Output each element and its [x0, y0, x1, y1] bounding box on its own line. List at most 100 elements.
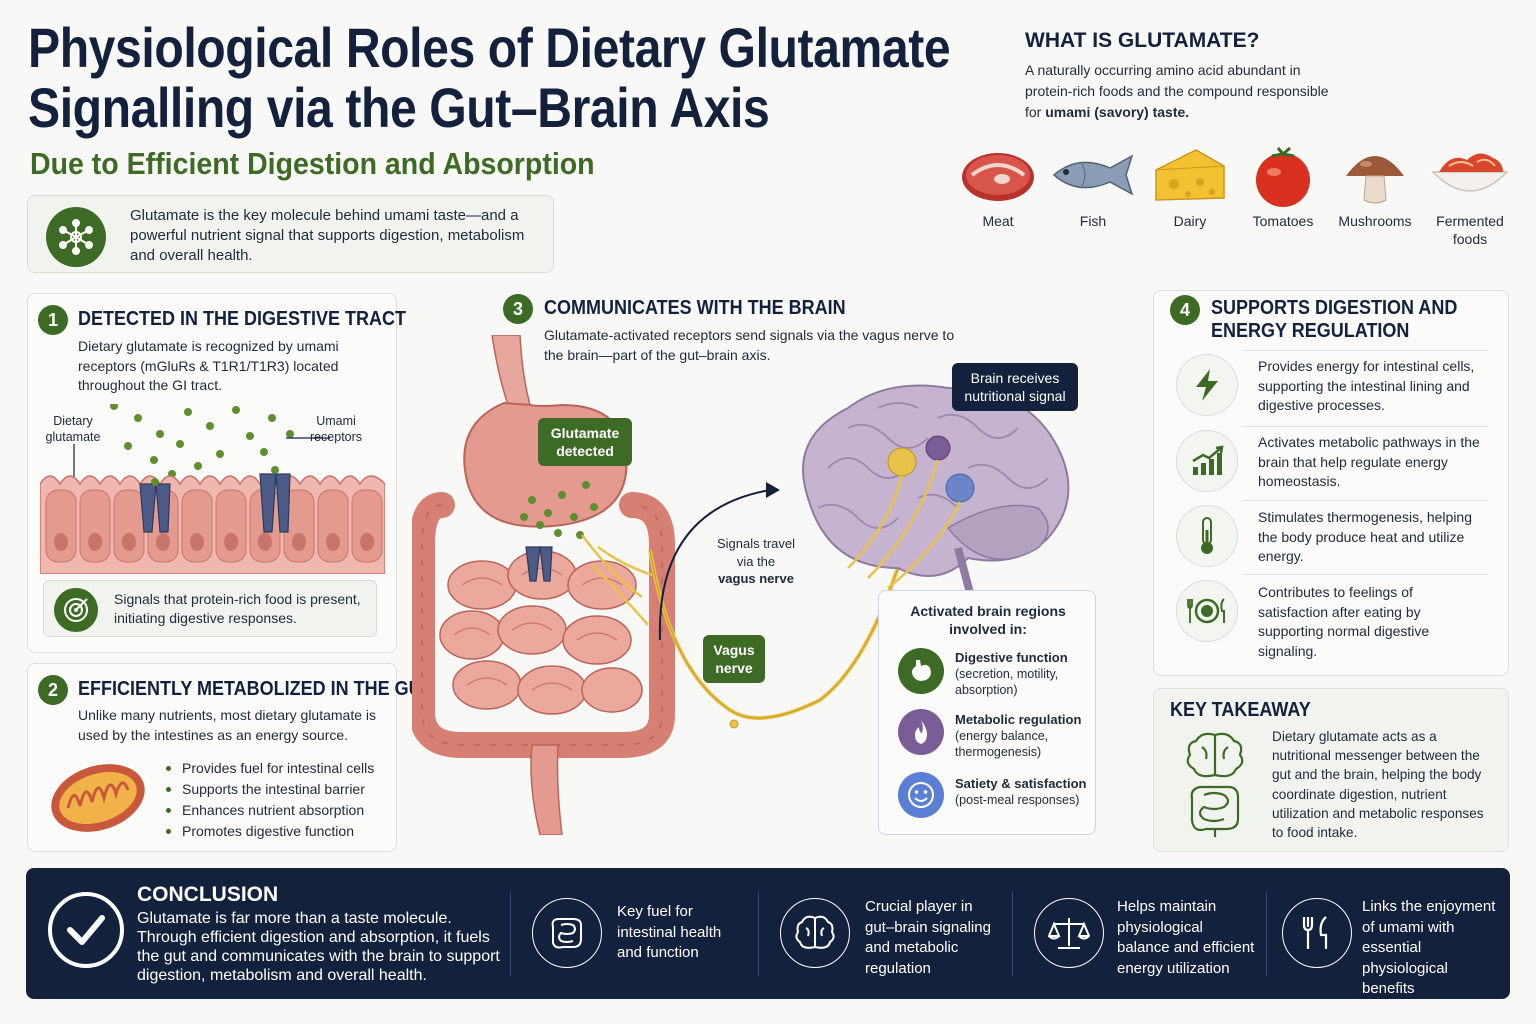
section-1-note: Signals that protein-rich food is presen…	[43, 580, 377, 637]
region-digestive: Digestive function (secretion, motility,…	[955, 650, 1090, 698]
section-3-title: COMMUNICATES WITH THE BRAIN	[544, 297, 846, 319]
intro-text: Glutamate is the key molecule behind uma…	[130, 207, 525, 264]
signals-line-2: via the	[736, 553, 776, 569]
thermometer-icon	[1176, 505, 1238, 567]
brain-regions-box: Activated brain regions involved in: Dig…	[878, 590, 1096, 835]
lightning-icon	[1176, 354, 1238, 416]
conclusion-title: CONCLUSION	[137, 883, 279, 906]
food-label: Fish	[1079, 213, 1107, 229]
support-item-satiety: Contributes to feelings of satisfaction …	[1258, 584, 1430, 659]
key-takeaway-text: Dietary glutamate acts as a nutritional …	[1272, 729, 1484, 841]
support-item-thermogenesis: Stimulates thermogenesis, helping the bo…	[1258, 509, 1473, 564]
bullet-item: Promotes digestive function	[164, 821, 374, 842]
stomach-icon	[898, 648, 944, 694]
region-metabolic: Metabolic regulation (energy balance, th…	[955, 712, 1090, 760]
food-fish: Fish	[1048, 140, 1138, 230]
molecule-icon	[46, 207, 106, 267]
divider	[1242, 500, 1488, 501]
conclusion-point-3: Helps maintain physiological balance and…	[1117, 898, 1255, 977]
region-detail: (energy balance, thermogenesis)	[955, 729, 1049, 759]
balance-scale-icon	[1034, 898, 1104, 968]
section-1-title: DETECTED IN THE DIGESTIVE TRACT	[78, 308, 407, 330]
bullet-item: Supports the intestinal barrier	[164, 779, 374, 800]
region-name: Satiety & satisfaction	[955, 776, 1087, 791]
food-label: Meat	[982, 213, 1014, 229]
section-4-title: SUPPORTS DIGESTION AND ENERGY REGULATION	[1211, 297, 1457, 343]
intestine-icon	[532, 898, 602, 968]
what-is-title: WHAT IS GLUTAMATE?	[1025, 29, 1260, 52]
title-line-1: Physiological Roles of Dietary Glutamate	[28, 16, 951, 79]
intestinal-villi-illustration	[39, 402, 386, 579]
section-1-panel: 1 DETECTED IN THE DIGESTIVE TRACT Dietar…	[27, 293, 406, 653]
food-dairy: Dairy	[1145, 140, 1235, 230]
mushroom-icon	[1330, 140, 1420, 210]
signals-line-1: Signals travel	[716, 536, 796, 551]
conclusion-text: Glutamate is far more than a taste molec…	[137, 910, 500, 984]
region-satiety: Satiety & satisfaction (post-meal respon…	[955, 776, 1090, 808]
brain-receives-tag: Brain receives nutritional signal	[952, 363, 1078, 411]
glutamate-detected-tag: Glutamate detected	[538, 418, 632, 466]
divider	[1266, 892, 1267, 976]
page-title: Physiological Roles of Dietary Glutamate…	[28, 18, 991, 138]
bullet-item: Provides fuel for intestinal cells	[164, 758, 374, 779]
food-label: Tomatoes	[1252, 213, 1314, 229]
intro-box: Glutamate is the key molecule behind uma…	[27, 195, 554, 273]
fork-knife-icon	[1282, 898, 1352, 968]
what-is-text-plain: A naturally occurring amino acid abundan…	[1025, 62, 1329, 120]
section-4-number: 4	[1170, 295, 1200, 325]
section-3-number: 3	[503, 294, 533, 324]
region-detail: (post-meal responses)	[955, 793, 1080, 807]
section-2-panel: 2 EFFICIENTLY METABOLIZED IN THE GUT Unl…	[27, 663, 433, 852]
support-item-energy: Provides energy for intestinal cells, su…	[1258, 358, 1475, 413]
divider	[1012, 892, 1013, 976]
section-2-number: 2	[38, 675, 68, 705]
divider	[510, 892, 511, 976]
section-4-title-line-2: ENERGY REGULATION	[1211, 320, 1410, 342]
what-is-text-bold: umami (savory) taste.	[1045, 104, 1190, 120]
region-name: Metabolic regulation	[955, 712, 1082, 727]
section-2-title: EFFICIENTLY METABOLIZED IN THE GUT	[78, 678, 433, 700]
section-1-number: 1	[38, 305, 68, 335]
smiley-icon	[898, 772, 944, 818]
conclusion-point-2: Crucial player in gut–brain signaling an…	[865, 898, 991, 977]
conclusion-point-1: Key fuel for intestinal health and funct…	[617, 903, 722, 961]
cheese-icon	[1145, 140, 1235, 210]
checkmark-icon	[48, 892, 124, 968]
food-label: Dairy	[1173, 213, 1207, 229]
signals-line-3: vagus nerve	[718, 571, 794, 586]
vagus-nerve-tag: Vagus nerve	[703, 635, 765, 683]
divider	[1242, 574, 1488, 575]
key-takeaway-title: KEY TAKEAWAY	[1170, 699, 1311, 721]
food-mushrooms: Mushrooms	[1330, 140, 1420, 230]
conclusion-point-4: Links the enjoyment of umami with essent…	[1362, 898, 1496, 997]
growth-chart-icon	[1176, 430, 1238, 492]
divider	[1242, 350, 1488, 351]
divider	[758, 892, 759, 976]
section-1-text: Dietary glutamate is recognized by umami…	[78, 338, 339, 393]
section-1-note-text: Signals that protein-rich food is presen…	[114, 591, 361, 626]
brain-icon	[780, 898, 850, 968]
umami-receptors-label: Umami receptors	[309, 414, 363, 444]
section-3-text: Glutamate-activated receptors send signa…	[544, 327, 955, 363]
signals-travel-label: Signals travel via the vagus nerve	[702, 535, 810, 588]
plate-cutlery-icon	[1176, 580, 1238, 642]
dietary-glutamate-label: Dietary glutamate	[45, 414, 101, 444]
key-takeaway-panel: KEY TAKEAWAY Dietary glutamate acts as a…	[1153, 688, 1509, 852]
section-2-text: Unlike many nutrients, most dietary glut…	[78, 707, 377, 743]
meat-icon	[953, 140, 1043, 210]
mitochondrion-icon	[46, 760, 150, 841]
food-fermented: Fermented foods	[1425, 140, 1515, 248]
food-meat: Meat	[953, 140, 1043, 230]
brain-illustration	[788, 378, 1078, 603]
food-tomatoes: Tomatoes	[1238, 140, 1328, 230]
region-name: Digestive function	[955, 650, 1068, 665]
food-label: Mushrooms	[1338, 213, 1412, 229]
bullet-item: Enhances nutrient absorption	[164, 800, 374, 821]
what-is-text: A naturally occurring amino acid abundan…	[1025, 60, 1345, 123]
flame-icon	[898, 709, 944, 755]
divider	[1242, 426, 1488, 427]
tomato-icon	[1238, 140, 1328, 210]
conclusion-bar: CONCLUSION Glutamate is far more than a …	[26, 868, 1510, 999]
section-2-bullets: Provides fuel for intestinal cells Suppo…	[164, 758, 374, 842]
title-line-2: Signalling via the Gut–Brain Axis	[28, 76, 770, 139]
